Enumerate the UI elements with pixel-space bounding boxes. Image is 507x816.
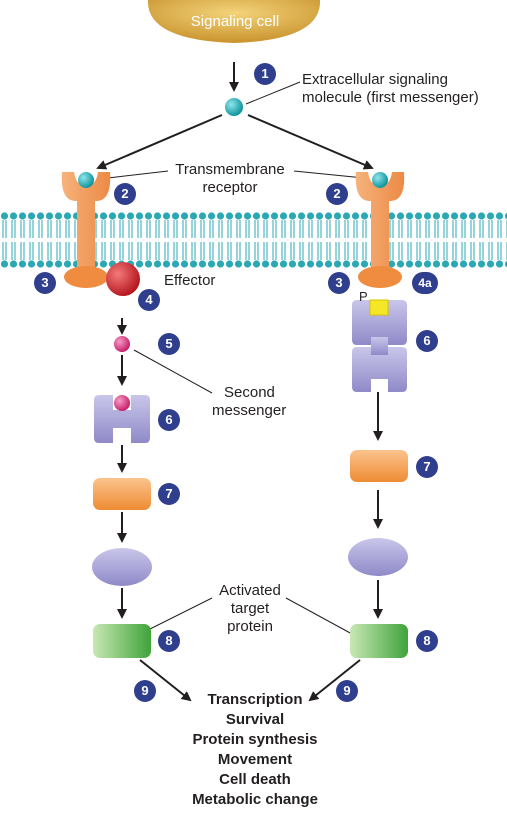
orange-protein-right [350,450,408,482]
second-messenger-label-line2: messenger [212,402,287,419]
lavender-protein-left [92,548,152,586]
outcome-survival: Survival [225,711,285,728]
step-badge-9-left: 9 [134,680,156,702]
step-badge-1: 1 [254,63,276,85]
activated-target-label-line2: target [230,600,270,617]
first-messenger-label-line2: molecule (first messenger) [302,89,479,106]
orange-protein-left [93,478,151,510]
activated-target-label-line1: Activated [219,582,281,599]
phosphate-label: P [359,289,368,304]
step-badge-5: 5 [158,333,180,355]
step-badge-6-left: 6 [158,409,180,431]
step-badge-7-left: 7 [158,483,180,505]
step-badge-3-left: 3 [34,272,56,294]
effector [106,262,140,296]
step-badge-8-right: 8 [416,630,438,652]
outcome-protein-synthesis: Protein synthesis [192,731,318,748]
target-protein-right [350,624,408,658]
signaling-cell-label: Signaling cell [190,13,280,30]
step-badge-4a: 4a [412,272,438,294]
cellular-outcomes-list: Transcription Survival Protein synthesis… [140,690,370,810]
step-badge-2-left: 2 [114,183,136,205]
step-badge-4: 4 [138,289,160,311]
step-badge-7-right: 7 [416,456,438,478]
signaling-cell [147,0,321,43]
kinase-left [94,395,150,443]
step-badge-2-right: 2 [326,183,348,205]
step-badge-3-right: 3 [328,272,350,294]
target-protein-left [93,624,151,658]
step-badge-6-right: 6 [416,330,438,352]
outcome-transcription: Transcription [207,691,303,708]
second-messenger-label-line1: Second [224,384,275,401]
receptor-left [61,172,111,288]
second-messenger-molecule [114,336,130,352]
effector-label: Effector [164,272,216,289]
step-badge-9-right: 9 [336,680,358,702]
phosphate-group [369,299,389,316]
receptor-label-line1: Transmembrane [175,161,285,178]
outcome-movement: Movement [217,751,293,768]
first-messenger-molecule [225,98,243,116]
activated-target-label-line3: protein [227,618,273,635]
first-messenger-label-line1: Extracellular signaling [302,71,448,88]
plasma-membrane [0,212,507,268]
outcome-cell-death: Cell death [219,771,291,788]
outcome-metabolic-change: Metabolic change [192,791,318,808]
receptor-right [355,172,405,288]
kinase-dimer-right [352,300,407,392]
receptor-label-line2: receptor [202,179,258,196]
lavender-protein-right [348,538,408,576]
step-badge-8-left: 8 [158,630,180,652]
